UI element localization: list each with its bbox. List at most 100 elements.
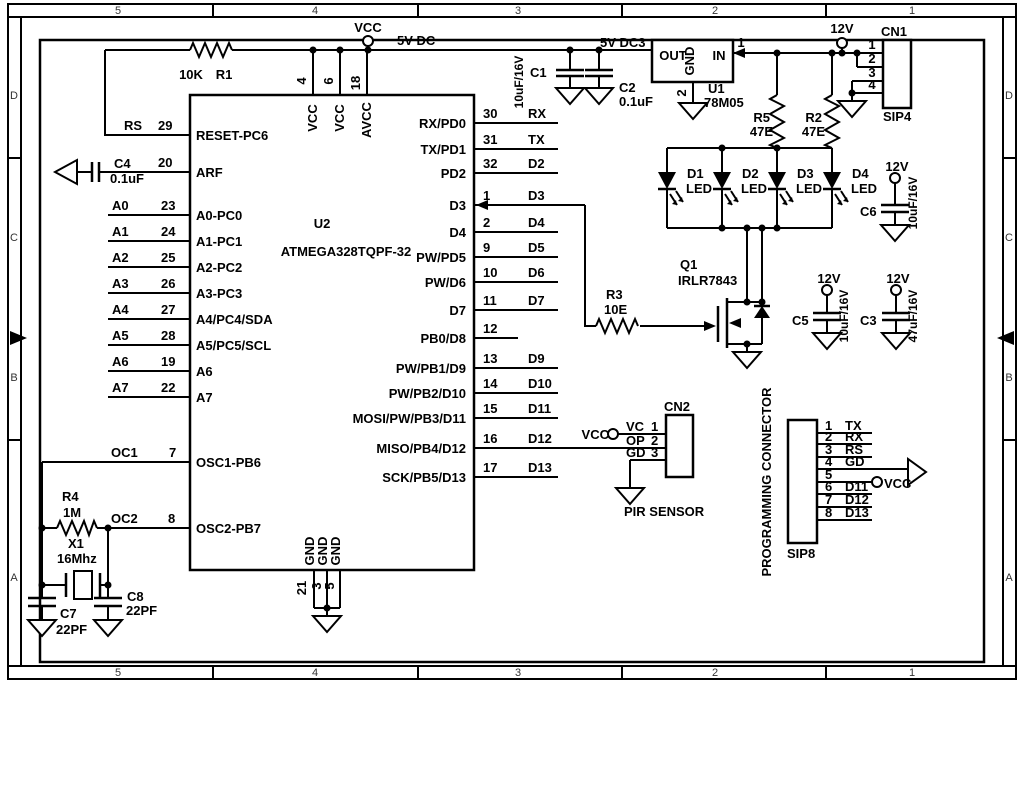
u2-part: ATMEGA328TQPF-32: [281, 244, 412, 259]
pin-num: 23: [161, 198, 175, 213]
net-label: D7: [528, 293, 545, 308]
12v-label: 12V: [830, 21, 853, 36]
led-d3-symbol: [768, 172, 786, 189]
c3-ref: C3: [860, 313, 877, 328]
connector-cn2-pir: CN2 VCC VC 1 OP 2 GD 3 PIR SENSOR: [582, 399, 705, 519]
net-label: D10: [528, 376, 552, 391]
frame-bands: [8, 4, 1016, 679]
zone-col: 3: [515, 667, 521, 679]
u2-gnd-label: GND: [302, 537, 317, 566]
net-label: RX: [845, 429, 863, 444]
net-label: A0: [112, 198, 129, 213]
filter-caps-5v: C1 10uF/16V C2 0.1uF: [512, 56, 653, 109]
u2-pin-label: A2-PC2: [196, 260, 242, 275]
net-label: GD: [845, 454, 865, 469]
cn2-pin-num: 2: [651, 433, 658, 448]
u2-pin-label: MISO/PB4/D12: [376, 441, 466, 456]
net-label: TX: [845, 418, 862, 433]
net-label: D3: [528, 188, 545, 203]
net-label: A7: [112, 380, 129, 395]
filter-caps-12v: C5 10uF/16V C3 47uF/16V C6 10uF/16V: [792, 177, 920, 343]
zone-row: A: [10, 572, 18, 584]
zone-row: C: [10, 232, 18, 244]
cn1-pin-num: 4: [868, 77, 876, 92]
cn3-body: [786, 418, 819, 545]
vcc-label: VCC: [354, 20, 382, 35]
u2-top-pin-num: 4: [294, 77, 309, 85]
net-label: A3: [112, 276, 129, 291]
ground-icon: [91, 619, 125, 638]
net-label: A4: [112, 302, 129, 317]
u2-pin-label: A1-PC1: [196, 234, 242, 249]
zone-row: C: [1005, 232, 1013, 244]
c6-value: 10uF/16V: [906, 177, 920, 230]
pin-num: 28: [161, 328, 175, 343]
ground-icon: [835, 100, 869, 119]
component-u2-atmega328: U2 ATMEGA328TQPF-32 4 6 18 VCC VCC AVCC …: [111, 76, 552, 595]
vcc-terminal-icon: [607, 428, 619, 440]
c3-value: 47uF/16V: [906, 290, 920, 343]
power-labels: VCC 5V DC 5V DC3 12V 12V 12V 12V: [354, 20, 910, 286]
cn1-body: [881, 38, 913, 110]
net-label: D6: [528, 265, 545, 280]
net-5vdc3-label: 5V DC3: [600, 35, 646, 50]
cn3-pin-num: 5: [825, 467, 832, 482]
12v-terminal-icon: [836, 37, 848, 49]
u2-pin-label: D4: [449, 225, 466, 240]
r4-value: 1M: [63, 505, 81, 520]
led-arrow-tip: [678, 197, 683, 202]
net-label: D12: [528, 431, 552, 446]
12v-label: 12V: [885, 159, 908, 174]
u2-ref: U2: [314, 216, 331, 231]
ground-icon: [310, 615, 344, 634]
cn3-pin-num: 1: [825, 418, 832, 433]
u1-pin-gnd: GND: [682, 47, 697, 76]
u2-gnd-label: GND: [315, 537, 330, 566]
led-label: LED: [686, 181, 712, 196]
net-label: D13: [845, 505, 869, 520]
junction-dots: [38, 46, 861, 612]
u2-body: [188, 93, 476, 572]
u2-pin-label: D3: [449, 198, 466, 213]
net-label: D11: [528, 401, 551, 416]
led-label: LED: [741, 181, 767, 196]
resistor-r3-symbol: [595, 316, 639, 336]
c6-ref: C6: [860, 204, 877, 219]
c7-value: 22PF: [56, 622, 87, 637]
u2-pin-label: OSC2-PB7: [196, 521, 261, 536]
vcc-terminal-icon: [362, 35, 374, 47]
zone-col: 5: [115, 5, 121, 17]
component-u1-regulator: OUT GND IN 1 2 U1 78M05: [650, 35, 745, 110]
pin-num: 16: [483, 431, 497, 446]
pin-num: 22: [161, 380, 175, 395]
ground-icon: [730, 351, 764, 370]
u2-pin-label: PW/D6: [425, 275, 466, 290]
ground-icon: [676, 102, 710, 121]
net-label: D2: [528, 156, 545, 171]
pin-num: 27: [161, 302, 175, 317]
c5-ref: C5: [792, 313, 809, 328]
cn2-caption: PIR SENSOR: [624, 504, 705, 519]
zone-row: B: [1005, 372, 1012, 384]
ground-icon: [878, 224, 912, 243]
q1-body-diode-symbol: [754, 306, 770, 318]
zone-col: 5: [115, 667, 121, 679]
cn2-pin-name: GD: [626, 445, 646, 460]
r2-value: 47E: [802, 124, 825, 139]
resistor-r1-symbol: [189, 40, 233, 60]
led-arrow-tip: [837, 200, 842, 205]
r1-value: 10K: [179, 67, 203, 82]
frame-drawing-border: [38, 38, 986, 664]
mosfet-arrow-icon: [729, 318, 741, 328]
r1-ref: R1: [216, 67, 233, 82]
u2-top-pin-num: 18: [348, 76, 363, 90]
u1-pin-in-num: 1: [737, 35, 744, 50]
u2-gnd-num: 5: [322, 582, 337, 589]
pin-num: 9: [483, 240, 490, 255]
u2-pin-label: MOSI/PW/PB3/D11: [353, 411, 466, 426]
net-label: D11: [845, 479, 868, 494]
led-d4-symbol: [823, 172, 841, 189]
cn3-type: SIP8: [787, 546, 815, 561]
c1-value: 10uF/16V: [512, 56, 526, 109]
frame-outer: [7, 3, 1017, 680]
